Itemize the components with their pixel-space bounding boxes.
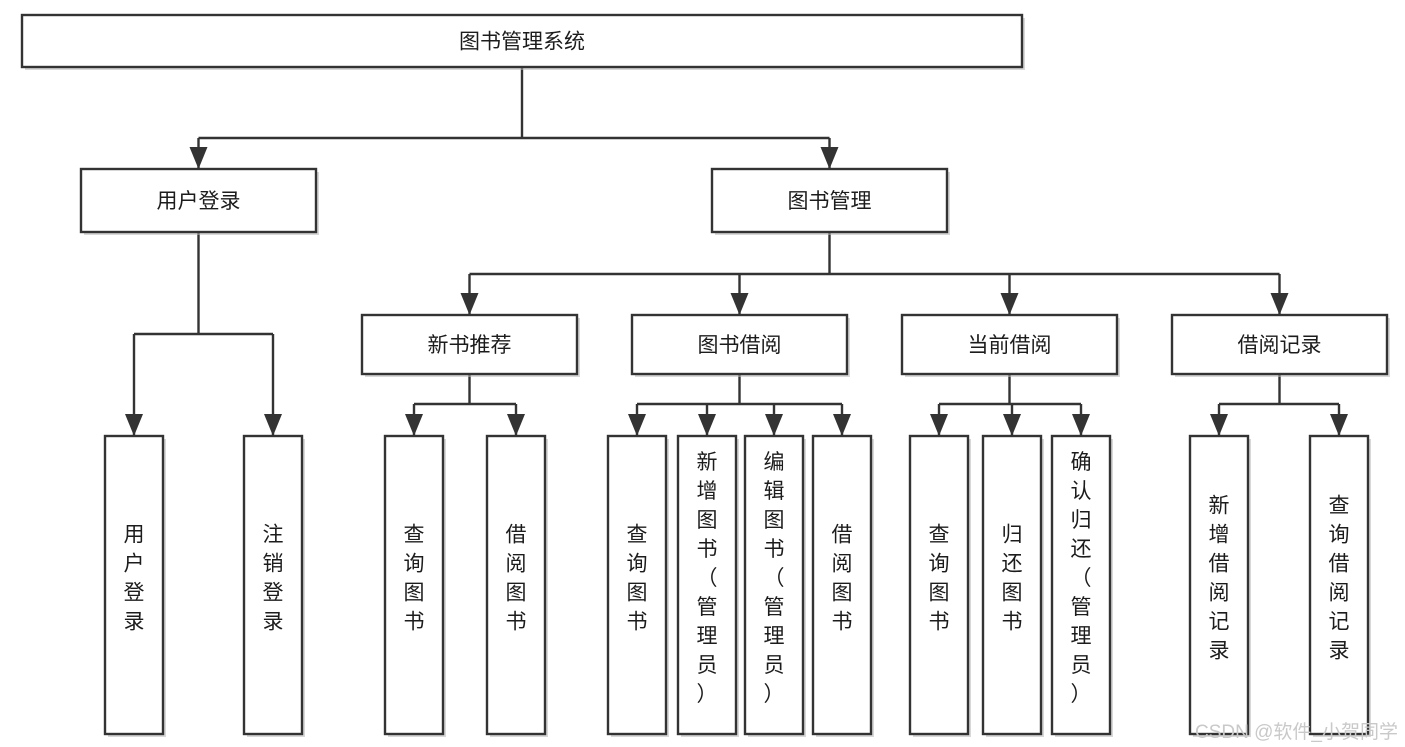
book-manage-to-level3-arrow-2 xyxy=(1000,293,1019,315)
node-level2-1[interactable]: 图书管理 xyxy=(710,167,950,235)
node-label: 查询借阅记录 xyxy=(1329,495,1350,663)
connector-layer xyxy=(125,67,1348,436)
node-label: 查询图书 xyxy=(929,524,950,634)
node-root-system[interactable]: 图书管理系统 xyxy=(20,13,1025,70)
node-label: 新书推荐 xyxy=(428,334,512,357)
csdn-watermark: CSDN @软件_小贺同学 xyxy=(1195,721,1398,743)
node-level3-3[interactable]: 借阅记录 xyxy=(1170,313,1390,377)
book-manage-to-level3-arrow-1 xyxy=(730,293,749,315)
node-label: 借阅记录 xyxy=(1238,334,1322,357)
node-label: 编辑图书（管理员） xyxy=(764,451,785,706)
node-label: 查询图书 xyxy=(404,524,425,634)
book-borrow-to-leaves-arrow-3 xyxy=(833,414,851,436)
book-manage-to-level3-arrow-3 xyxy=(1270,293,1289,315)
node-leaf-borrow_record-0[interactable]: 新增借阅记录 xyxy=(1188,434,1251,737)
current-borrow-to-leaves-arrow-2 xyxy=(1072,414,1090,436)
node-label: 借阅图书 xyxy=(506,524,527,634)
new-book-to-leaves-arrow-1 xyxy=(507,414,525,436)
node-leaf-current_borrow-1[interactable]: 归还图书 xyxy=(981,434,1044,737)
node-label: 用户登录 xyxy=(157,190,241,213)
node-leaf-user_login-0[interactable]: 用户登录 xyxy=(103,434,166,737)
node-level3-2[interactable]: 当前借阅 xyxy=(900,313,1120,377)
book-borrow-to-leaves-arrow-0 xyxy=(628,414,646,436)
box-layer: 图书管理系统用户登录图书管理新书推荐图书借阅当前借阅借阅记录用户登录注销登录查询… xyxy=(20,13,1390,737)
node-leaf-book_borrow-1[interactable]: 新增图书（管理员） xyxy=(676,434,739,737)
node-label: 借阅图书 xyxy=(832,524,853,634)
node-label: 新增图书（管理员） xyxy=(697,451,718,706)
user-login-to-leaves-arrow-1 xyxy=(264,414,282,436)
node-label: 图书管理系统 xyxy=(459,31,585,54)
borrow-record-to-leaves-arrow-1 xyxy=(1330,414,1348,436)
node-label: 查询图书 xyxy=(627,524,648,634)
node-label: 图书借阅 xyxy=(698,334,782,357)
book-borrow-to-leaves-arrow-2 xyxy=(765,414,783,436)
node-level2-0[interactable]: 用户登录 xyxy=(79,167,319,235)
node-leaf-current_borrow-2[interactable]: 确认归还（管理员） xyxy=(1050,434,1113,737)
node-leaf-user_login-1[interactable]: 注销登录 xyxy=(242,434,305,737)
book-manage-to-level3-arrow-0 xyxy=(460,293,479,315)
new-book-to-leaves-arrow-0 xyxy=(405,414,423,436)
current-borrow-to-leaves-arrow-0 xyxy=(930,414,948,436)
user-login-to-leaves-arrow-0 xyxy=(125,414,143,436)
root-to-level2-arrow-1 xyxy=(820,147,839,169)
node-label: 注销登录 xyxy=(263,524,284,634)
node-label: 当前借阅 xyxy=(968,334,1052,357)
node-leaf-new_book_recommend-1[interactable]: 借阅图书 xyxy=(485,434,548,737)
node-leaf-book_borrow-2[interactable]: 编辑图书（管理员） xyxy=(743,434,806,737)
node-level3-0[interactable]: 新书推荐 xyxy=(360,313,580,377)
borrow-record-to-leaves-arrow-0 xyxy=(1210,414,1228,436)
node-leaf-current_borrow-0[interactable]: 查询图书 xyxy=(908,434,971,737)
node-leaf-new_book_recommend-0[interactable]: 查询图书 xyxy=(383,434,446,737)
node-label: 用户登录 xyxy=(124,524,145,634)
root-to-level2-arrow-0 xyxy=(189,147,208,169)
node-label: 新增借阅记录 xyxy=(1209,495,1230,663)
current-borrow-to-leaves-arrow-1 xyxy=(1003,414,1021,436)
book-borrow-to-leaves-arrow-1 xyxy=(698,414,716,436)
node-leaf-book_borrow-3[interactable]: 借阅图书 xyxy=(811,434,874,737)
node-level3-1[interactable]: 图书借阅 xyxy=(630,313,850,377)
node-leaf-book_borrow-0[interactable]: 查询图书 xyxy=(606,434,669,737)
node-leaf-borrow_record-1[interactable]: 查询借阅记录 xyxy=(1308,434,1371,737)
node-label: 图书管理 xyxy=(788,190,872,213)
node-label: 归还图书 xyxy=(1002,524,1023,634)
node-label: 确认归还（管理员） xyxy=(1071,451,1092,706)
